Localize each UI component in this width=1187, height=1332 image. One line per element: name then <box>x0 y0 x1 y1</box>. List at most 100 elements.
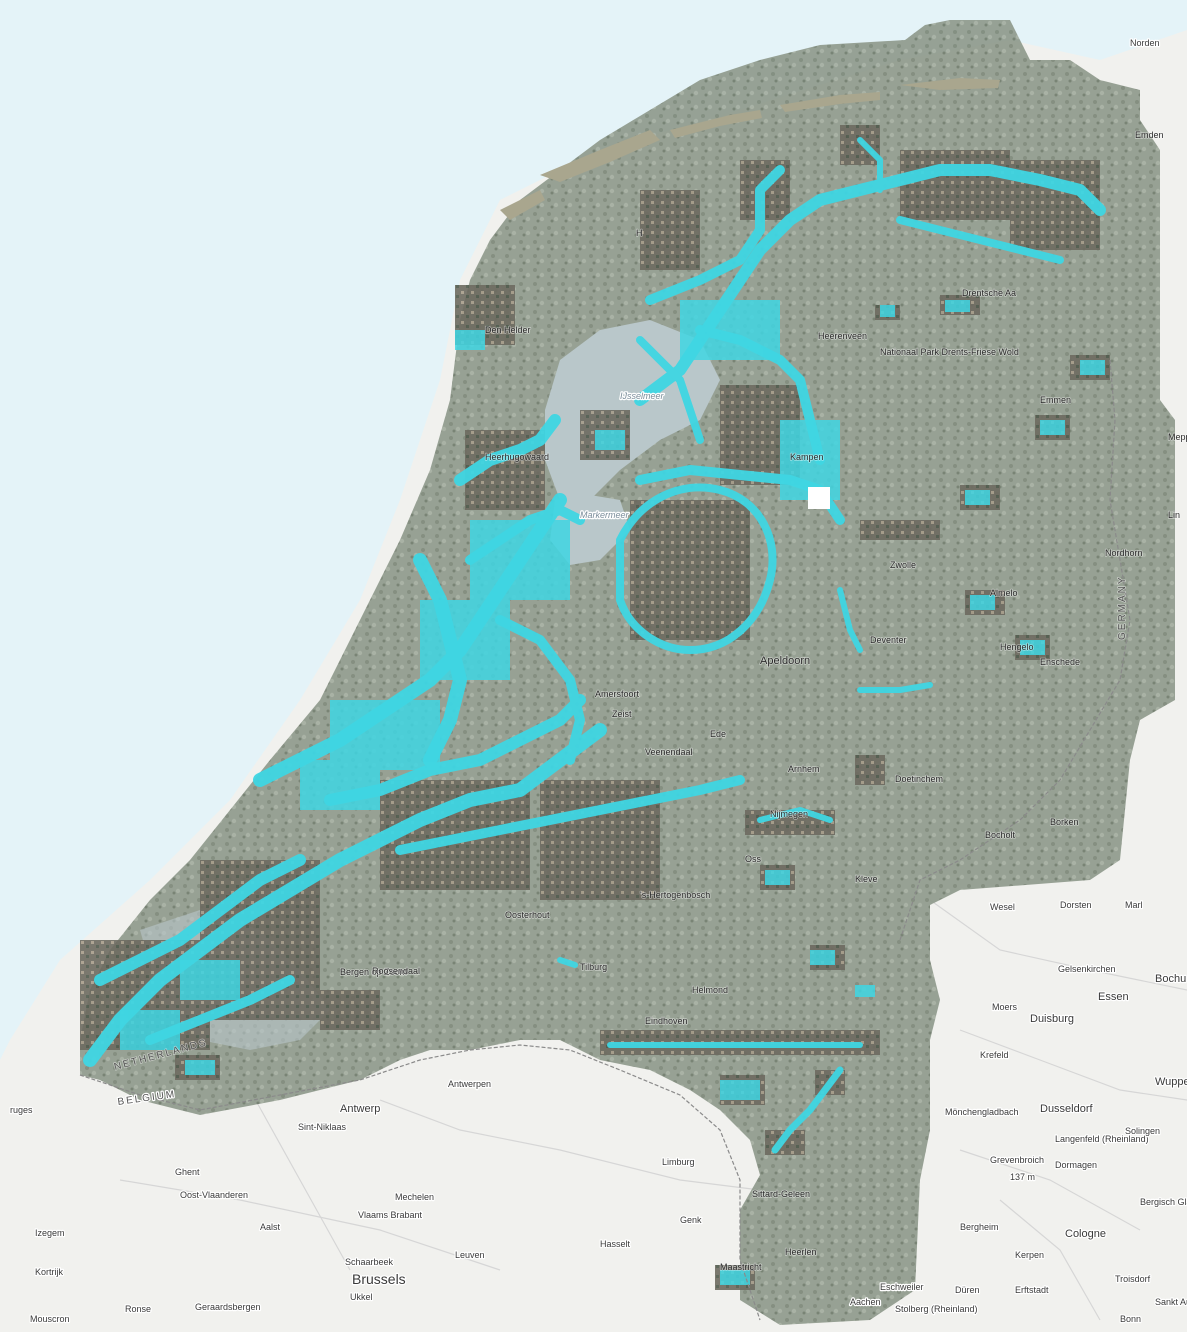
label-mouscron: Mouscron <box>30 1314 70 1324</box>
label-hengelo: Hengelo <box>1000 642 1034 652</box>
label-drents: Drentsche Aa <box>962 288 1016 298</box>
label-limburg: Limburg <box>662 1157 695 1167</box>
label-krefeld: Krefeld <box>980 1050 1009 1060</box>
label-eindhoven: Eindhoven <box>645 1016 688 1026</box>
label-markermeer: Markermeer <box>580 510 630 520</box>
label-ijsselmeer: IJsselmeer <box>620 391 665 401</box>
label-dusseldorf: Dusseldorf <box>1040 1103 1094 1115</box>
label-schaarbeek: Schaarbeek <box>345 1257 394 1267</box>
label-bergheim: Bergheim <box>960 1222 999 1232</box>
label-heerhugowaard: Heerhugowaard <box>485 452 549 462</box>
label-leuven: Leuven <box>455 1250 485 1260</box>
label-monchengladbach: Mönchengladbach <box>945 1107 1019 1117</box>
label-gelsenkirchen: Gelsenkirchen <box>1058 964 1116 974</box>
label-duren: Düren <box>955 1285 980 1295</box>
label-doetinchem: Doetinchem <box>895 774 943 784</box>
label-emmen: Emmen <box>1040 395 1071 405</box>
label-tilburg: Tilburg <box>580 962 607 972</box>
label-meppen: Mepp <box>1168 432 1187 442</box>
label-bocholt: Bocholt <box>985 830 1016 840</box>
label-bergen: Bergen op Zoom <box>340 967 407 977</box>
label-vlaams: Vlaams Brabant <box>358 1210 423 1220</box>
label-geraardsbergen: Geraardsbergen <box>195 1302 261 1312</box>
label-apeldoorn: Apeldoorn <box>760 655 810 667</box>
label-dorsten: Dorsten <box>1060 900 1092 910</box>
label-heerenveen: Heerenveen <box>818 331 867 341</box>
wadden-islands <box>500 78 1000 220</box>
label-solingen: Solingen <box>1125 1126 1160 1136</box>
label-zeist: Zeist <box>612 709 632 719</box>
label-eschweiler: Eschweiler <box>880 1282 924 1292</box>
label-norden: Norden <box>1130 38 1160 48</box>
label-elevation1: 137 m <box>1010 1172 1035 1182</box>
label-roosendaal: Roosendaal <box>372 966 420 976</box>
label-kampen: Kampen <box>790 452 824 462</box>
label-mechelen: Mechelen <box>395 1192 434 1202</box>
label-deventer: Deventer <box>870 635 907 645</box>
basemap-roads <box>119 899 1187 1321</box>
label-arnhem: Arnhem <box>788 764 820 774</box>
label-brussels: Brussels <box>352 1271 406 1287</box>
label-nijmegen: Nijmegen <box>770 809 808 819</box>
label-oss: Oss <box>745 854 762 864</box>
label-nationaal-park: Nationaal Park Drents-Friese Wold <box>880 347 1019 357</box>
country-borders <box>79 359 1131 1321</box>
label-ukkel: Ukkel <box>350 1292 373 1302</box>
label-ede: Ede <box>710 729 726 739</box>
label-marl: Marl <box>1125 900 1143 910</box>
label-izegem: Izegem <box>35 1228 65 1238</box>
label-genk: Genk <box>680 1215 702 1225</box>
label-duisburg: Duisburg <box>1030 1013 1074 1025</box>
label-ghent: Ghent <box>175 1167 200 1177</box>
label-sankt: Sankt August <box>1155 1297 1187 1307</box>
label-nordhorn: Nordhorn <box>1105 548 1143 558</box>
label-hasselt: Hasselt <box>600 1239 631 1249</box>
label-den-bosch: 's-Hertogenbosch <box>640 890 710 900</box>
label-moers: Moers <box>992 1002 1018 1012</box>
label-oostvl: Oost-Vlaanderen <box>180 1190 248 1200</box>
label-essen: Essen <box>1098 991 1129 1003</box>
label-wuppertal: Wuppe <box>1155 1076 1187 1088</box>
label-borken: Borken <box>1050 817 1079 827</box>
label-kerpen: Kerpen <box>1015 1250 1044 1260</box>
label-sittard: Sittard-Geleen <box>752 1189 810 1199</box>
white-tile <box>808 487 830 509</box>
north-sea <box>0 0 1187 1060</box>
label-oosterhout: Oosterhout <box>505 910 550 920</box>
label-aachen: Aachen <box>850 1297 881 1307</box>
label-dormagen: Dormagen <box>1055 1160 1097 1170</box>
label-bruges: ruges <box>10 1105 33 1115</box>
label-troisdorf: Troisdorf <box>1115 1274 1151 1284</box>
label-bochum: Bochu <box>1155 973 1186 985</box>
label-germany: GERMANY <box>1117 575 1128 640</box>
label-sintniklaas: Sint-Niklaas <box>298 1122 347 1132</box>
label-bonn: Bonn <box>1120 1314 1141 1324</box>
label-den-helder: Den Helder <box>485 325 531 335</box>
label-bergisch: Bergisch Gladbach <box>1140 1197 1187 1207</box>
label-amersfoort: Amersfoort <box>595 689 640 699</box>
label-aalst: Aalst <box>260 1222 281 1232</box>
label-almelo: Almelo <box>990 588 1018 598</box>
coverage-blobs <box>120 300 1105 1285</box>
label-kortrijk: Kortrijk <box>35 1267 64 1277</box>
label-heerlen: Heerlen <box>785 1247 817 1257</box>
label-langenfeld: Langenfeld (Rheinland) <box>1055 1134 1149 1144</box>
label-emden: Emden <box>1135 130 1164 140</box>
label-kleve: Kleve <box>855 874 878 884</box>
label-lingen: Lin <box>1168 510 1180 520</box>
label-erftstadt: Erftstadt <box>1015 1285 1049 1295</box>
label-harlingen: H <box>636 228 643 238</box>
label-enschede: Enschede <box>1040 657 1080 667</box>
label-cologne: Cologne <box>1065 1228 1106 1240</box>
label-antwerpen: Antwerpen <box>448 1079 491 1089</box>
label-grevenbroich: Grevenbroich <box>990 1155 1044 1165</box>
label-veenendaal: Veenendaal <box>645 747 693 757</box>
label-antwerp: Antwerp <box>340 1103 380 1115</box>
label-ronse: Ronse <box>125 1304 151 1314</box>
label-helmond: Helmond <box>692 985 728 995</box>
label-wesel: Wesel <box>990 902 1015 912</box>
label-maastricht: Maastricht <box>720 1262 762 1272</box>
label-stolberg: Stolberg (Rheinland) <box>895 1304 978 1314</box>
label-zwolle: Zwolle <box>890 560 916 570</box>
